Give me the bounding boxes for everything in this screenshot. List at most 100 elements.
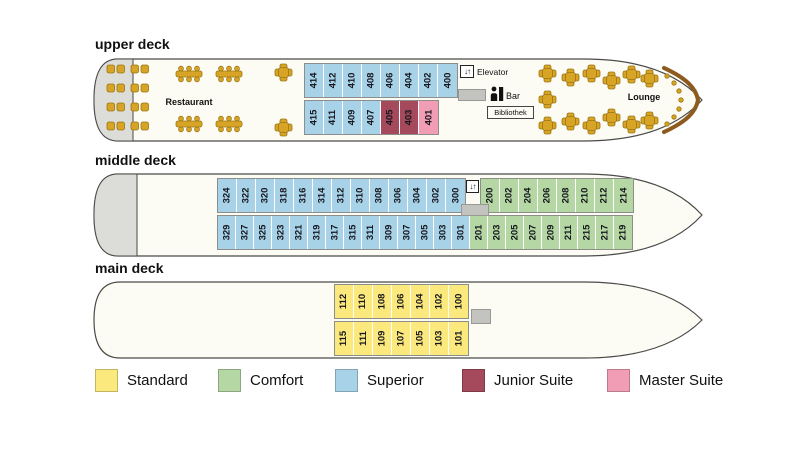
cabin-number: 405 bbox=[384, 109, 396, 126]
elevator-icon: ↓↑ bbox=[466, 180, 479, 193]
cabin-number: 215 bbox=[580, 224, 592, 241]
cabin-407: 407 bbox=[362, 101, 381, 134]
cabin-number: 411 bbox=[327, 109, 339, 126]
legend-item-junior-suite: Junior Suite bbox=[462, 369, 573, 392]
cabin-number: 209 bbox=[544, 224, 556, 241]
bow-bench-icon bbox=[662, 66, 701, 134]
cabin-103: 103 bbox=[430, 322, 449, 355]
cabin-number: 327 bbox=[238, 224, 250, 241]
cabin-number: 217 bbox=[598, 224, 610, 241]
cabin-402: 402 bbox=[419, 64, 438, 97]
cabin-323: 323 bbox=[272, 216, 290, 249]
chair-icon bbox=[671, 114, 677, 120]
bar-icon bbox=[490, 86, 504, 101]
cabin-number: 304 bbox=[411, 187, 423, 204]
cabin-325: 325 bbox=[254, 216, 272, 249]
cabin-212: 212 bbox=[595, 179, 614, 212]
cabin-208: 208 bbox=[557, 179, 576, 212]
dining-table-icon bbox=[215, 65, 243, 83]
dining-table-icon bbox=[175, 65, 203, 83]
elevator-shaft bbox=[458, 89, 486, 101]
cabin-number: 107 bbox=[395, 330, 407, 347]
chair-icon bbox=[671, 80, 677, 86]
chair-icon bbox=[676, 106, 682, 112]
cabin-104: 104 bbox=[411, 285, 430, 318]
cabin-number: 303 bbox=[436, 224, 448, 241]
cabin-number: 203 bbox=[490, 224, 502, 241]
cabin-number: 410 bbox=[346, 72, 358, 89]
cabin-number: 402 bbox=[422, 72, 434, 89]
dining-table-icon bbox=[175, 115, 203, 133]
cabin-number: 200 bbox=[484, 187, 496, 204]
cabin-number: 305 bbox=[418, 224, 430, 241]
cabin-number: 109 bbox=[376, 330, 388, 347]
cabin-109: 109 bbox=[373, 322, 392, 355]
cabin-number: 100 bbox=[452, 293, 464, 310]
cabin-number: 414 bbox=[308, 72, 320, 89]
cabin-211: 211 bbox=[560, 216, 578, 249]
cabin-214: 214 bbox=[614, 179, 633, 212]
cabin-316: 316 bbox=[294, 179, 313, 212]
cabin-102: 102 bbox=[430, 285, 449, 318]
cabin-number: 102 bbox=[433, 293, 445, 310]
cabin-115: 115 bbox=[335, 322, 354, 355]
cabin-number: 302 bbox=[430, 187, 442, 204]
cabin-number: 108 bbox=[376, 293, 388, 310]
cabin-number: 202 bbox=[503, 187, 515, 204]
legend-label: Junior Suite bbox=[494, 372, 574, 389]
cabin-302: 302 bbox=[427, 179, 446, 212]
cabin-312: 312 bbox=[332, 179, 351, 212]
comfort-swatch bbox=[218, 369, 241, 392]
cabin-108: 108 bbox=[373, 285, 392, 318]
cabin-number: 310 bbox=[354, 187, 366, 204]
cabin-105: 105 bbox=[411, 322, 430, 355]
cabin-320: 320 bbox=[256, 179, 275, 212]
cabin-number: 106 bbox=[395, 293, 407, 310]
cabin-411: 411 bbox=[324, 101, 343, 134]
cabin-number: 207 bbox=[526, 224, 538, 241]
cabin-201: 201 bbox=[470, 216, 488, 249]
stern-section bbox=[93, 58, 134, 142]
cabin-203: 203 bbox=[488, 216, 506, 249]
cabin-314: 314 bbox=[313, 179, 332, 212]
cabin-number: 324 bbox=[221, 187, 233, 204]
cabin-number: 312 bbox=[335, 187, 347, 204]
cabin-301: 301 bbox=[452, 216, 470, 249]
cabin-405: 405 bbox=[381, 101, 400, 134]
cabin-number: 323 bbox=[274, 224, 286, 241]
cabin-200: 200 bbox=[481, 179, 500, 212]
chair-icon bbox=[676, 88, 682, 94]
cabin-400: 400 bbox=[438, 64, 457, 97]
cabin-number: 210 bbox=[579, 187, 591, 204]
cabin-106: 106 bbox=[392, 285, 411, 318]
cabin-number: 300 bbox=[449, 187, 461, 204]
middle-deck-label: middle deck bbox=[95, 152, 176, 168]
chair-icon bbox=[678, 97, 684, 103]
elevator-label: Elevator bbox=[477, 67, 509, 77]
cabin-number: 205 bbox=[508, 224, 520, 241]
cabin-number: 400 bbox=[441, 72, 453, 89]
cabin-number: 321 bbox=[292, 224, 304, 241]
cabin-number: 214 bbox=[617, 187, 629, 204]
cabin-number: 201 bbox=[472, 224, 484, 241]
cabin-215: 215 bbox=[578, 216, 596, 249]
restaurant-label: Restaurant bbox=[165, 97, 213, 107]
stern-section bbox=[93, 173, 138, 257]
dining-table-icon bbox=[215, 115, 243, 133]
legend-label: Master Suite bbox=[639, 372, 724, 389]
cabin-401: 401 bbox=[419, 101, 438, 134]
cabin-number: 320 bbox=[259, 187, 271, 204]
cabin-number: 319 bbox=[310, 224, 322, 241]
cabin-number: 105 bbox=[414, 330, 426, 347]
cabin-number: 212 bbox=[598, 187, 610, 204]
cabin-number: 219 bbox=[617, 224, 629, 241]
cabin-number: 401 bbox=[422, 109, 434, 126]
cabin-111: 111 bbox=[354, 322, 373, 355]
